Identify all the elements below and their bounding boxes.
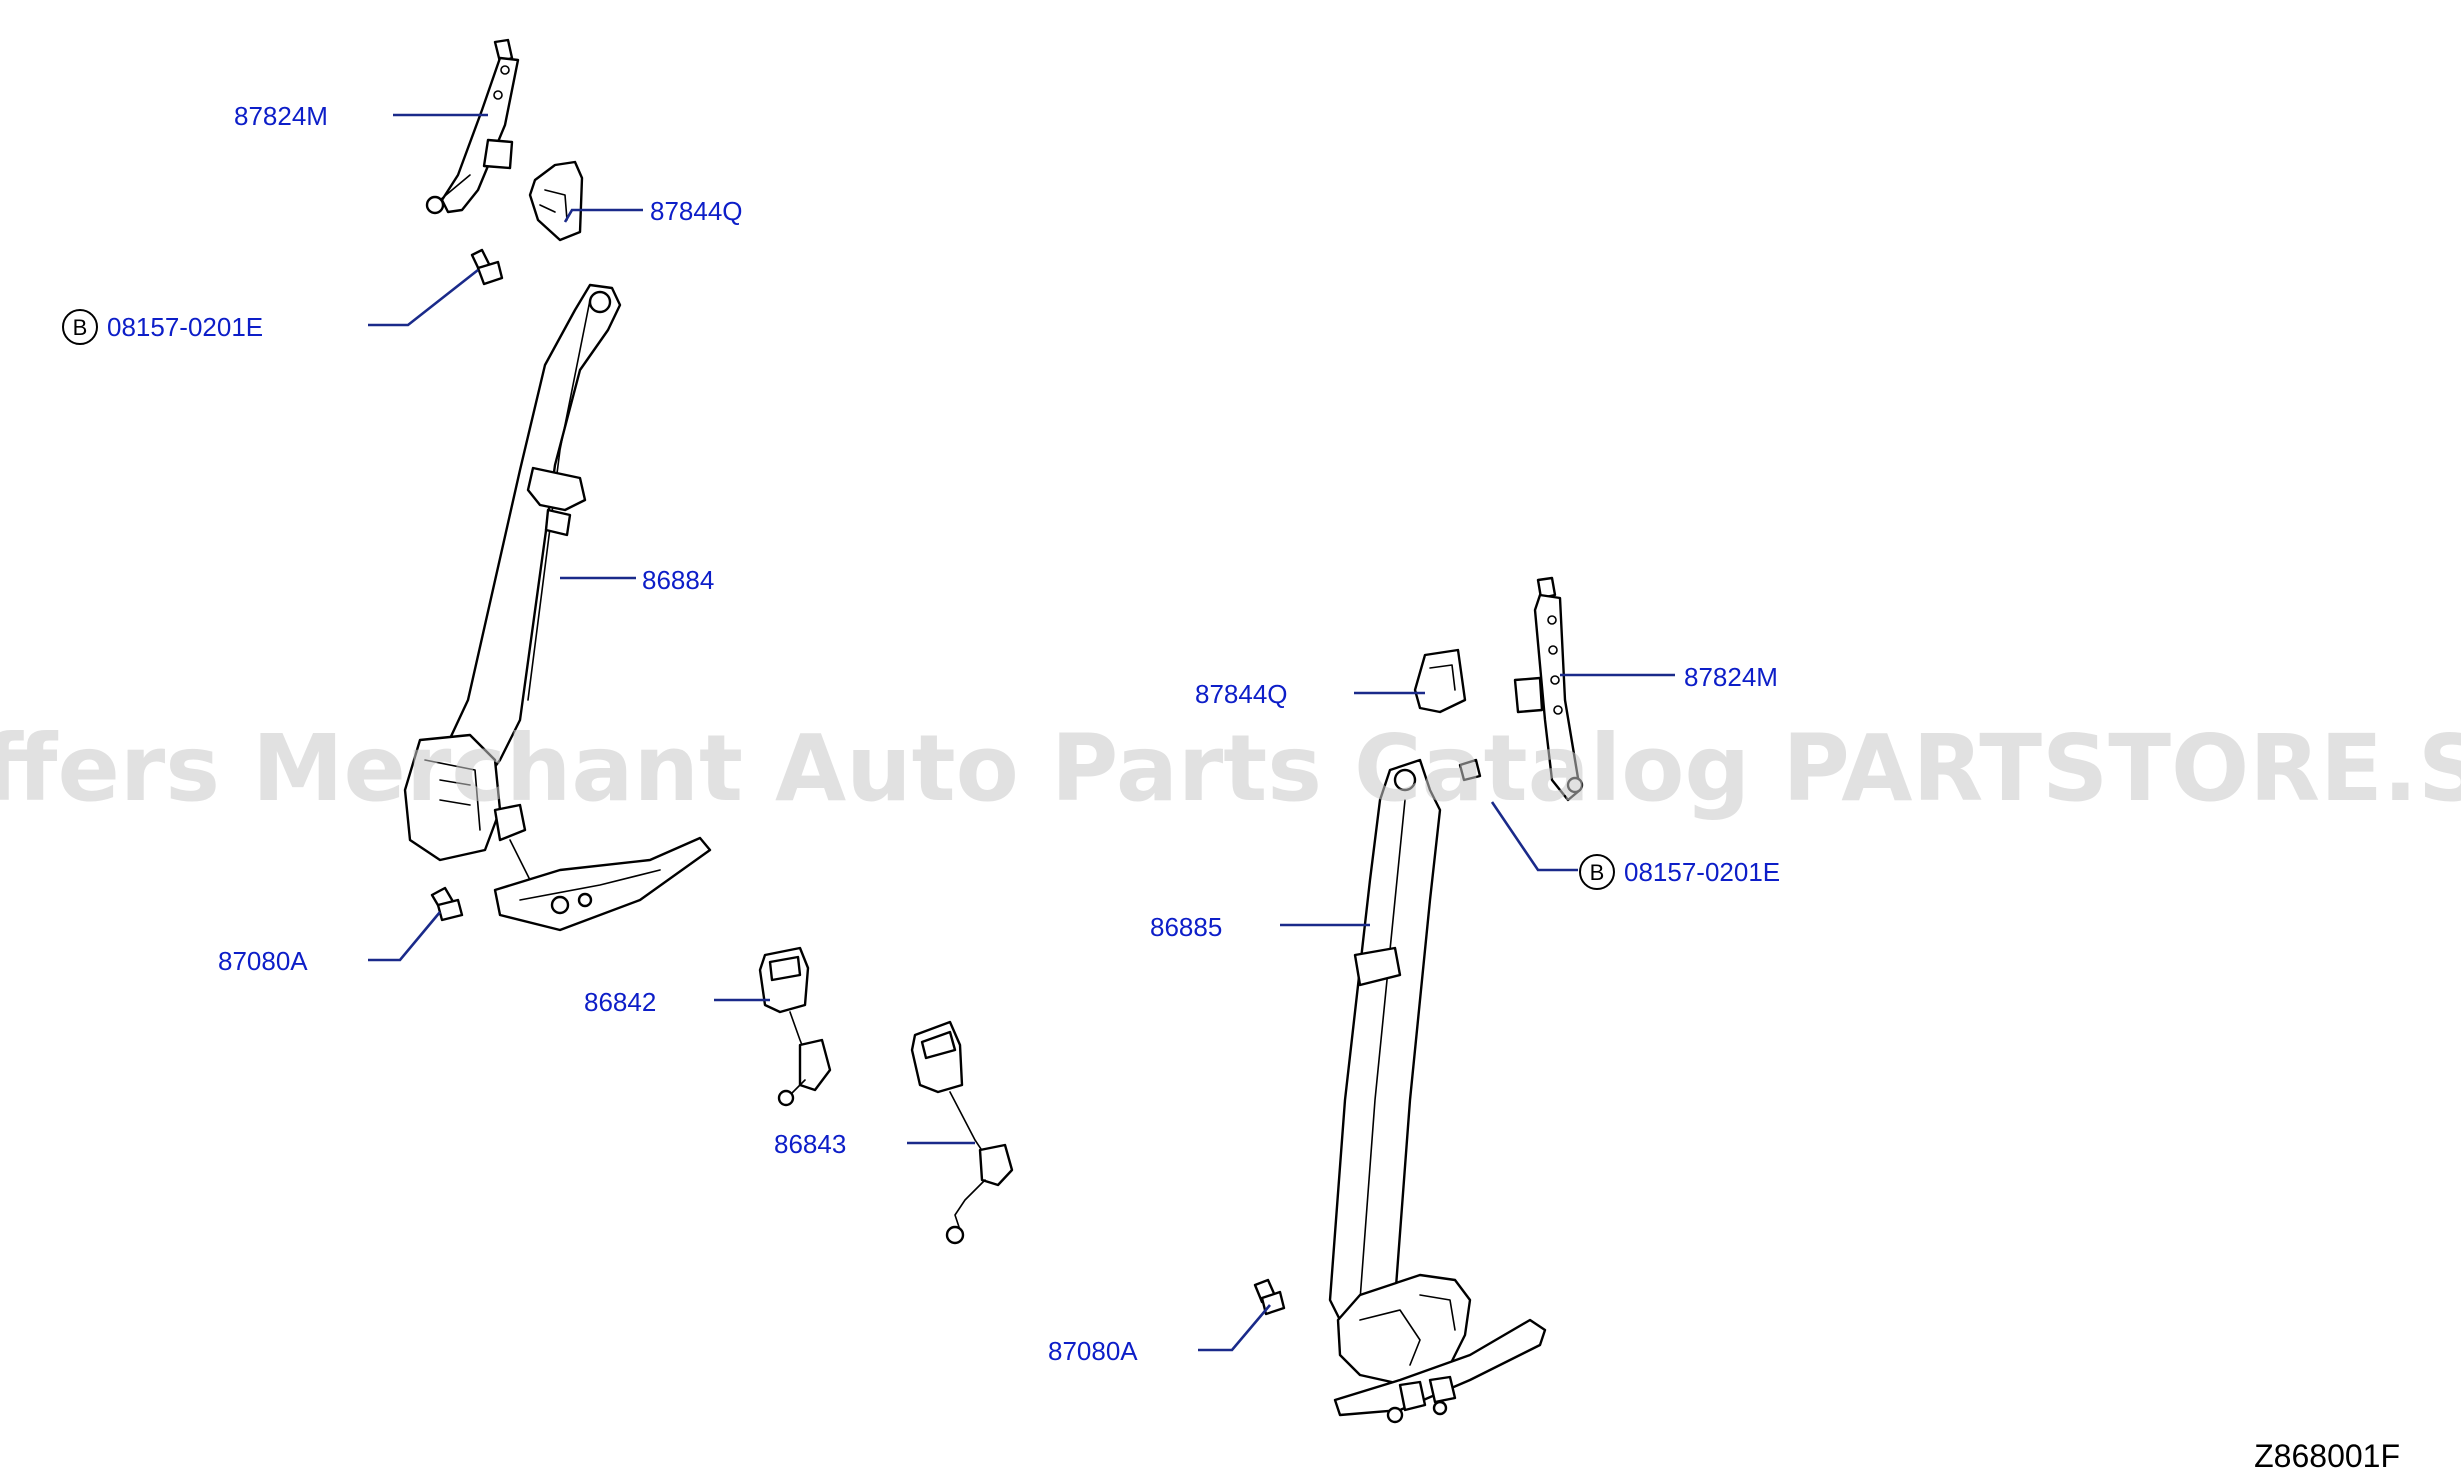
label-08157-left[interactable]: 08157-0201E	[107, 312, 263, 342]
part-87080a-bolt-left	[430, 886, 464, 922]
part-08157-bolt-right	[1458, 758, 1482, 782]
leader-87080a-right	[1198, 1304, 1271, 1352]
label-87824m-left[interactable]: 87824M	[234, 101, 328, 131]
label-86842[interactable]: 86842	[584, 987, 656, 1017]
marker-b-right: B	[1579, 854, 1615, 890]
part-86842-buckle	[758, 946, 832, 1107]
leader-08157-left	[368, 268, 479, 327]
label-86843[interactable]: 86843	[774, 1129, 846, 1159]
leader-87080a-left	[368, 911, 441, 962]
watermark: Offers Merchant Auto Parts Catalog PARTS…	[0, 715, 2461, 822]
part-87080a-bolt-right	[1253, 1278, 1286, 1316]
part-86885-seat-belt-right	[1328, 758, 1547, 1424]
label-87844q-left[interactable]: 87844Q	[650, 196, 743, 226]
label-86885[interactable]: 86885	[1150, 912, 1222, 942]
marker-b-left: B	[62, 309, 98, 345]
part-86843-buckle	[910, 1020, 1014, 1245]
leader-lines	[368, 113, 1675, 1352]
label-87824m-right[interactable]: 87824M	[1684, 662, 1778, 692]
label-87844q-right[interactable]: 87844Q	[1195, 679, 1288, 709]
part-87824m-height-adjuster-right	[1513, 576, 1584, 802]
part-86884-seat-belt-left	[403, 283, 712, 932]
part-87844q-cover-left	[528, 160, 584, 242]
label-87080a-right[interactable]: 87080A	[1048, 1336, 1138, 1366]
label-87080a-left[interactable]: 87080A	[218, 946, 308, 976]
svg-text:B: B	[1590, 860, 1605, 885]
part-08157-bolt-left	[470, 248, 504, 286]
label-86884[interactable]: 86884	[642, 565, 714, 595]
part-87844q-cover-right	[1413, 648, 1467, 714]
svg-text:B: B	[73, 315, 88, 340]
leader-87844q-left	[563, 208, 643, 223]
label-08157-right[interactable]: 08157-0201E	[1624, 857, 1780, 887]
diagram-code: Z868001F	[2254, 1438, 2400, 1474]
leader-08157-right	[1490, 801, 1578, 872]
part-87824m-height-adjuster-left	[425, 38, 520, 215]
